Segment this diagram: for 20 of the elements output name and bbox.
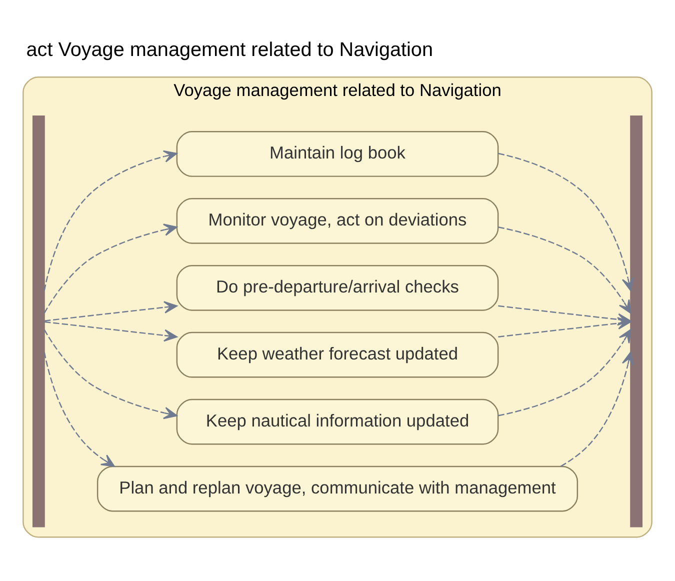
arrow <box>44 300 178 321</box>
node-box: Keep weather forecast updated <box>176 331 499 378</box>
arrow <box>44 328 178 419</box>
node-box: Maintain log book <box>176 130 499 176</box>
arrow <box>44 150 178 290</box>
node-box: Monitor voyage, act on deviations <box>176 198 499 244</box>
arrow <box>44 352 115 466</box>
arrow <box>44 223 178 313</box>
arrow <box>498 152 634 291</box>
arrow <box>498 328 632 416</box>
arrow <box>498 304 632 326</box>
node-box: Do pre-departure/arrival checks <box>176 264 499 310</box>
node-box: Keep nautical information updated <box>176 398 499 444</box>
node-bar <box>630 115 643 527</box>
arrow <box>44 320 178 342</box>
node-box: Plan and replan voyage, communicate with management <box>96 465 578 512</box>
diagram-title: act Voyage management related to Navigation <box>26 38 434 60</box>
node-bar <box>32 115 45 527</box>
arrow <box>560 351 634 466</box>
arrow <box>498 226 632 314</box>
